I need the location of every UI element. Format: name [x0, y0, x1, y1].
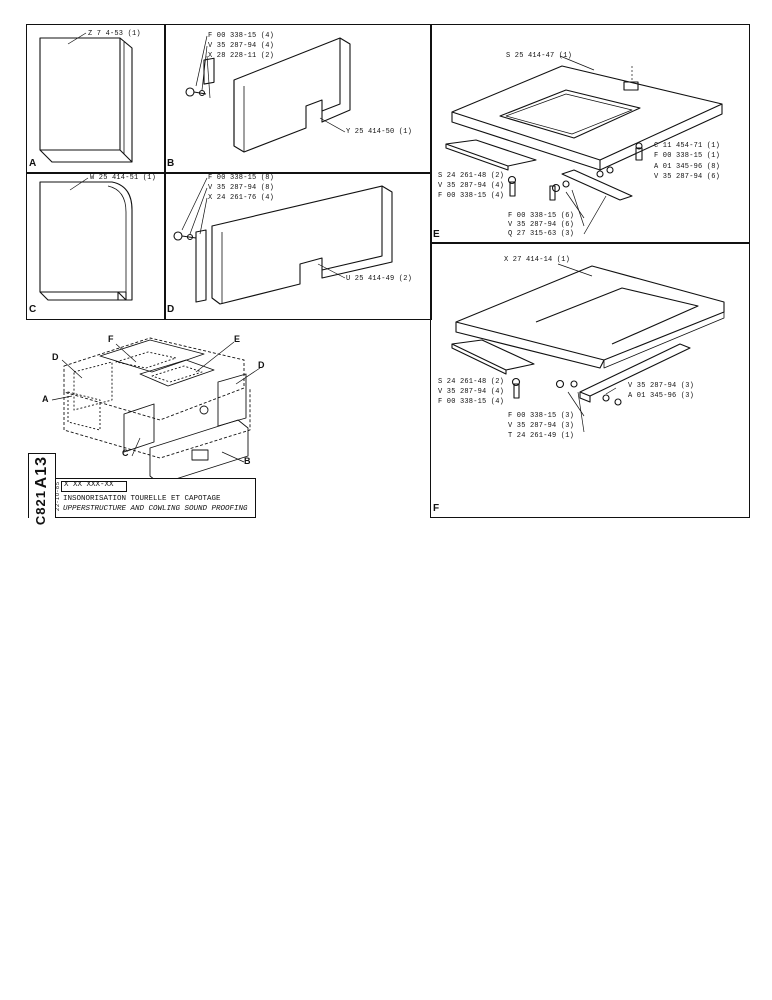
part-label: V 35 287-94 (4): [208, 42, 275, 50]
panel-B-frame: [164, 24, 432, 174]
part-label: Z 7 4-53 (1): [88, 30, 141, 38]
overview-callout: A: [42, 394, 49, 404]
part-label: X 27 414-14 (1): [504, 256, 571, 264]
part-label: X 28 228-11 (2): [208, 52, 275, 60]
panel-E-frame: [430, 24, 750, 244]
part-label: Q 27 315-63 (3): [508, 230, 575, 238]
part-label: A 01 345-96 (3): [628, 392, 695, 400]
part-label: S 25 414-47 (1): [506, 52, 573, 60]
overview-callout: C: [122, 448, 129, 458]
panel-A-letter: A: [29, 158, 37, 169]
overview-callout: D: [52, 352, 59, 362]
panel-F-letter: F: [433, 503, 440, 514]
overview-callout: B: [244, 456, 251, 466]
part-label: F 00 338-15 (1): [654, 152, 721, 160]
code-a: A13: [32, 456, 50, 489]
title-english: UPPERSTRUCTURE AND COWLING SOUND PROOFIN…: [63, 505, 248, 513]
ref-box: [61, 481, 127, 492]
title-french: INSONORISATION TOURELLE ET CAPOTAGE: [63, 495, 221, 503]
part-label: V 35 287-94 (6): [508, 221, 575, 229]
panel-B-letter: B: [167, 158, 175, 169]
part-label: S 24 261-48 (2): [438, 172, 505, 180]
overview-callout: E: [234, 334, 241, 344]
reference-number: X XX XXX-XX: [64, 481, 114, 489]
part-label: U 25 414-49 (2): [346, 275, 413, 283]
part-label: F 00 338-15 (4): [438, 192, 505, 200]
part-label: X 24 261-76 (4): [208, 194, 275, 202]
code-b: C821: [32, 490, 48, 526]
part-label: F 00 338-15 (3): [508, 412, 575, 420]
part-label: V 35 287-94 (8): [208, 184, 275, 192]
part-label: T 24 261-49 (1): [508, 432, 575, 440]
part-label: F 00 338-15 (6): [508, 212, 575, 220]
part-label: W 25 414-51 (1): [90, 174, 157, 182]
panel-E-letter: E: [433, 229, 440, 240]
overview-callout: D: [258, 360, 265, 370]
panel-D-letter: D: [167, 304, 175, 315]
panel-A-frame: [26, 24, 166, 174]
part-label: F 00 338-15 (4): [438, 398, 505, 406]
part-label: V 35 287-94 (3): [508, 422, 575, 430]
part-label: V 35 287-94 (4): [438, 388, 505, 396]
part-label: V 35 287-94 (4): [438, 182, 505, 190]
part-label: V 35 287-94 (3): [628, 382, 695, 390]
part-label: A 01 345-96 (8): [654, 163, 721, 171]
title-block: A13 C821 22-10-85 X XX XXX-XX INSONORISA…: [27, 453, 256, 525]
panel-C-frame: [26, 172, 166, 320]
panel-D-frame: [164, 172, 432, 320]
part-label: C 11 454-71 (1): [654, 142, 721, 150]
part-label: F 00 338-15 (8): [208, 174, 275, 182]
part-label: V 35 287-94 (6): [654, 173, 721, 181]
part-label: Y 25 414-50 (1): [346, 128, 413, 136]
panel-C-letter: C: [29, 304, 37, 315]
overview-callout: F: [108, 334, 114, 344]
part-label: S 24 261-48 (2): [438, 378, 505, 386]
panel-F-frame: [430, 242, 750, 518]
code-column: A13 C821: [27, 453, 56, 525]
part-label: F 00 338-15 (4): [208, 32, 275, 40]
